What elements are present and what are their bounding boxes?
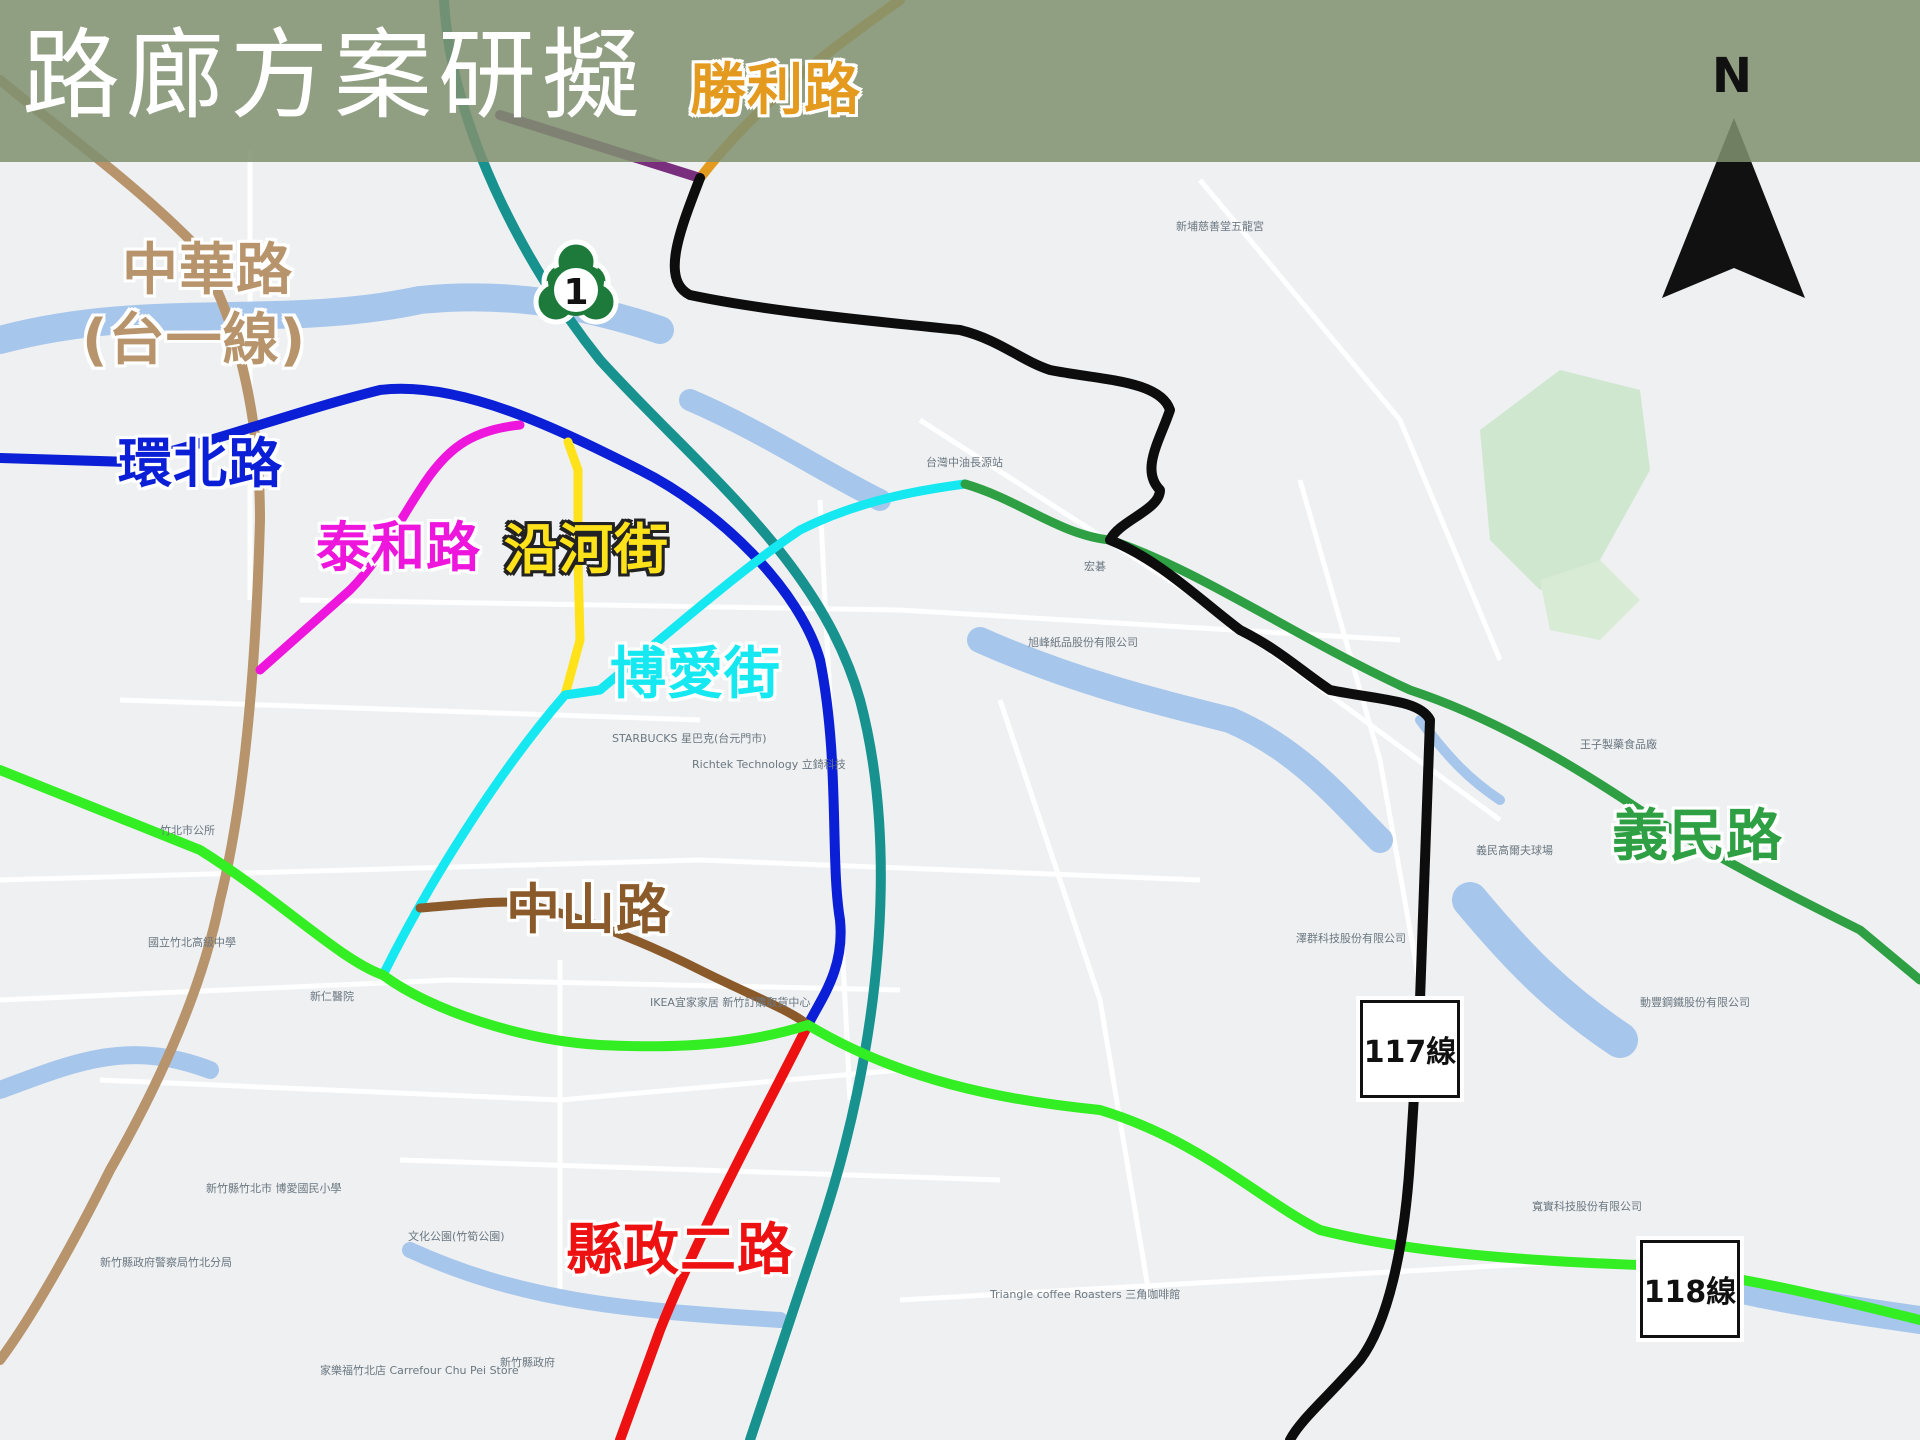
label-yanhe: 沿河街: [504, 518, 669, 581]
route-117: [669, 173, 1435, 1440]
poi-label: 竹北市公所: [160, 824, 215, 837]
highway-1-number: 1: [563, 272, 588, 313]
poi-label: 新竹縣政府警察局竹北分局: [100, 1256, 232, 1269]
label-xianzheng: 縣政二路: [566, 1218, 794, 1283]
label-zhongshan: 中山路: [506, 878, 671, 941]
poi-label: 澤群科技股份有限公司: [1296, 932, 1406, 945]
north-label: N: [1711, 48, 1753, 104]
green-area: [1480, 370, 1650, 590]
north-arrow-icon: [1662, 118, 1805, 298]
label-taihe: 泰和路: [316, 516, 481, 579]
route-yanhe: [560, 437, 585, 700]
route-118: [0, 765, 1920, 1325]
highway-1-shield-icon: 1: [533, 239, 619, 325]
label-chunghua: 中華路: [122, 238, 293, 303]
route-yimin: [960, 479, 1920, 985]
poi-label: 王子製藥食品廠: [1580, 738, 1657, 751]
route-zhongshan: [415, 897, 813, 1030]
poi-label: 旭峰紙品股份有限公司: [1028, 636, 1138, 649]
poi-label: IKEA宜家家居 新竹訂購取貨中心: [650, 996, 811, 1009]
green-area-2: [1540, 560, 1640, 640]
poi-label: Triangle coffee Roasters 三角咖啡館: [990, 1288, 1181, 1301]
label-boai: 博愛街: [610, 642, 781, 707]
poi-label: 家樂福竹北店 Carrefour Chu Pei Store: [320, 1364, 519, 1377]
page-title: 路廊方案研擬: [22, 19, 647, 133]
poi-label: 國立竹北高級中學: [148, 936, 236, 949]
poi-label: 新竹縣竹北市 博愛國民小學: [206, 1182, 342, 1195]
route-hwy1: [439, 0, 886, 1440]
poi-label: 新埔慈善堂五龍宮: [1176, 220, 1264, 233]
route-117-shield: 117線: [1360, 1000, 1460, 1098]
label-huanbei: 環北路: [118, 432, 283, 495]
title-banner: 路廊方案研擬: [0, 0, 1920, 162]
poi-label: 動豐鋼鐵股份有限公司: [1640, 996, 1750, 1009]
poi-label: 台灣中油長源站: [926, 456, 1003, 469]
route-huanbei: [0, 383, 846, 1030]
label-shengli: 勝利路: [690, 58, 861, 123]
poi-label: 新竹縣政府: [500, 1356, 555, 1369]
poi-label: 寬實科技股份有限公司: [1532, 1200, 1642, 1213]
route-118-shield: 118線: [1640, 1240, 1740, 1338]
label-yimin: 義民路: [1612, 804, 1783, 869]
poi-label: STARBUCKS 星巴克(台元門市): [612, 732, 767, 745]
route-taihe: [255, 420, 525, 675]
poi-label: 義民高爾夫球場: [1476, 844, 1553, 857]
label-chunghua-sub: (台一線): [82, 308, 307, 373]
poi-label: 宏碁: [1084, 560, 1106, 573]
route-xianzheng: [615, 1020, 813, 1440]
route-chunghua: [0, 75, 265, 1365]
poi-label: 文化公園(竹筍公園): [408, 1230, 505, 1243]
poi-label: 新仁醫院: [310, 990, 354, 1003]
route-boai: [378, 479, 970, 980]
poi-label: Richtek Technology 立錡科技: [692, 758, 846, 771]
